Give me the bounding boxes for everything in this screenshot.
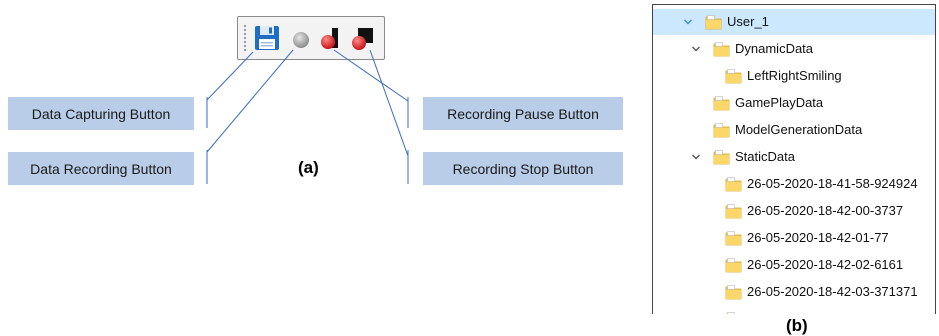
toolbar	[237, 16, 385, 60]
tree-row[interactable]: LeftRightSmiling	[653, 63, 935, 89]
recording-stop-button[interactable]	[348, 23, 378, 53]
chevron-down-icon[interactable]	[683, 17, 693, 27]
tree-row[interactable]: 26-05-2020-18-42-03-371371	[653, 279, 935, 305]
folder-icon	[713, 149, 730, 165]
tree-row-label: 26-05-2020-18-42-04-619619	[747, 311, 918, 314]
folder-icon	[705, 14, 722, 30]
tree-row[interactable]: GamePlayData	[653, 90, 935, 116]
tree-row[interactable]: StaticData	[653, 144, 935, 170]
folder-icon	[725, 68, 742, 84]
tree-row-label: 26-05-2020-18-42-00-3737	[747, 203, 904, 218]
tree-row[interactable]: 26-05-2020-18-42-02-6161	[653, 252, 935, 278]
chevron-down-icon[interactable]	[691, 44, 701, 54]
folder-icon	[713, 95, 730, 111]
recording-stop-callout: Recording Stop Button	[423, 152, 623, 185]
data-recording-callout: Data Recording Button	[8, 152, 194, 185]
tree-row-label: StaticData	[735, 149, 795, 164]
tree-row[interactable]: ModelGenerationData	[653, 117, 935, 143]
folder-icon	[725, 311, 742, 314]
grey-circle-icon	[293, 32, 309, 48]
folder-icon	[725, 284, 742, 300]
tree-row[interactable]: 26-05-2020-18-41-58-924924	[653, 171, 935, 197]
recording-pause-callout: Recording Pause Button	[423, 97, 623, 130]
floppy-disk-icon	[255, 26, 279, 50]
tree-row[interactable]: 26-05-2020-18-42-04-619619	[653, 306, 935, 314]
tree-row[interactable]: DynamicData	[653, 36, 935, 62]
callout-label: Data Capturing Button	[31, 105, 171, 122]
folder-icon	[725, 176, 742, 192]
toolbar-grip[interactable]	[244, 25, 246, 53]
tree-row-label: ModelGenerationData	[735, 122, 863, 137]
tree-row-label: 26-05-2020-18-42-01-77	[747, 230, 889, 245]
record-pause-icon	[321, 28, 338, 49]
data-capturing-callout: Data Capturing Button	[8, 97, 194, 130]
tree-row-label: User_1	[727, 14, 769, 29]
callout-label: Data Recording Button	[30, 160, 172, 177]
tree-row-label: GamePlayData	[735, 95, 824, 110]
callout-label: Recording Stop Button	[452, 160, 594, 177]
tree-row-label: 26-05-2020-18-41-58-924924	[747, 176, 918, 191]
tree-row[interactable]: 26-05-2020-18-42-00-3737	[653, 198, 935, 224]
folder-icon	[725, 203, 742, 219]
tree-row[interactable]: User_1	[653, 9, 935, 35]
tree-row[interactable]: 26-05-2020-18-42-01-77	[653, 225, 935, 251]
callout-label: Recording Pause Button	[447, 105, 599, 122]
tree-row-label: 26-05-2020-18-42-02-6161	[747, 257, 904, 272]
chevron-down-icon[interactable]	[691, 152, 701, 162]
folder-icon	[725, 230, 742, 246]
caption-b: (b)	[786, 316, 808, 335]
record-stop-icon	[352, 28, 373, 50]
tree-row-label: LeftRightSmiling	[747, 68, 842, 83]
data-capturing-button[interactable]	[252, 23, 282, 53]
folder-icon	[725, 257, 742, 273]
recording-pause-button[interactable]	[316, 23, 346, 53]
folder-icon	[713, 41, 730, 57]
folder-icon	[713, 122, 730, 138]
tree-row-label: 26-05-2020-18-42-03-371371	[747, 284, 918, 299]
tree-row-label: DynamicData	[735, 41, 814, 56]
data-recording-button[interactable]	[286, 23, 316, 53]
caption-a: (a)	[298, 158, 319, 177]
